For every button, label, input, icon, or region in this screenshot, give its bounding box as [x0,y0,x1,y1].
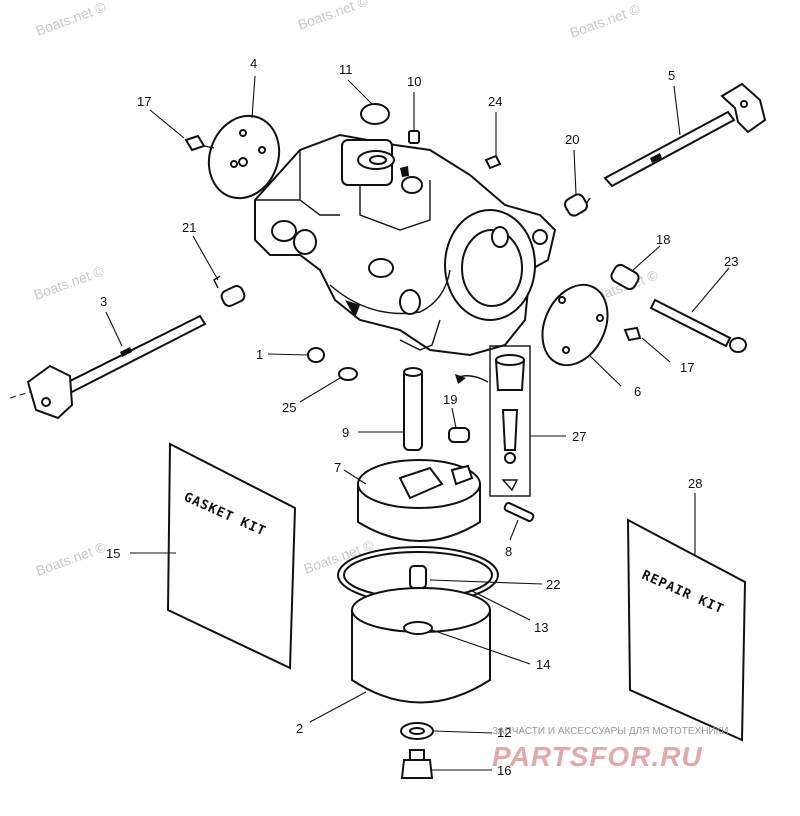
shaft-5 [603,82,767,188]
callout-1: 1 [256,347,263,362]
callout-13: 13 [534,620,548,635]
callout-24: 24 [488,94,502,109]
callout-numbers: 4 11 10 5 17 24 20 21 18 23 3 1 17 6 25 … [100,56,738,778]
nozzle-9 [403,367,423,451]
small-plug [408,130,420,144]
washer-12 [400,722,434,740]
callout-16: 16 [497,763,511,778]
spring-20 [564,193,591,217]
welch-plug [360,103,390,125]
screw-17-right [623,326,642,342]
callout-6: 6 [634,384,641,399]
gasket-kit-card: GASKET KIT [166,442,297,670]
spring-18 [610,263,640,291]
nut-1 [307,347,325,363]
carburetor-body [254,133,557,357]
spring-21 [213,275,246,307]
callout-17-right: 17 [680,360,694,375]
callout-19: 19 [443,392,457,407]
callout-9: 9 [342,425,349,440]
watermark: Boats.net © [568,0,643,40]
watermark: Boats.net © [296,0,371,33]
shaft-3 [9,314,207,420]
drain-plug-16 [400,749,434,779]
pin-8 [503,502,535,522]
screw-17-left [184,134,215,152]
leader-lines [105,75,730,771]
callout-27: 27 [572,429,586,444]
watermark: Boats.net © [32,262,107,302]
repair-kit-card: REPAIR KIT [626,518,747,742]
callout-11: 11 [339,62,353,77]
callout-12: 12 [497,725,511,740]
callout-17-left: 17 [137,94,151,109]
diaphragm-6 [541,283,609,367]
plate-4 [207,114,281,200]
callout-28: 28 [688,476,702,491]
callout-7: 7 [334,460,341,475]
callout-18: 18 [656,232,670,247]
callout-22: 22 [546,577,560,592]
callout-21: 21 [182,220,196,235]
spring-13 [409,565,427,589]
watermark: Boats.net © [34,0,109,39]
float-bowl-2 [351,587,491,704]
callout-20: 20 [565,132,579,147]
screw-24 [484,154,502,170]
callout-8: 8 [505,544,512,559]
float-7 [357,459,481,542]
callout-4: 4 [250,56,257,71]
footer-watermark: ЗАПЧАСТИ И АКСЕССУАРЫ ДЛЯ МОТОТЕХНИКИ PA… [492,726,729,772]
footer-logo: PARTSFOR.RU [492,741,703,772]
callout-3: 3 [100,294,107,309]
spring-19 [448,427,470,443]
screw-25 [338,367,358,381]
needle-valve-27 [455,345,531,497]
callout-25: 25 [282,400,296,415]
gasket-22 [337,546,499,604]
callout-23: 23 [724,254,738,269]
callout-14: 14 [536,657,550,672]
needle-23 [649,298,747,353]
watermark: Boats.net © [34,538,109,578]
footer-tagline: ЗАПЧАСТИ И АКСЕССУАРЫ ДЛЯ МОТОТЕХНИКИ [492,726,729,737]
callout-15: 15 [106,546,120,561]
callout-2: 2 [296,721,303,736]
callout-5: 5 [668,68,675,83]
callout-10: 10 [407,74,421,89]
